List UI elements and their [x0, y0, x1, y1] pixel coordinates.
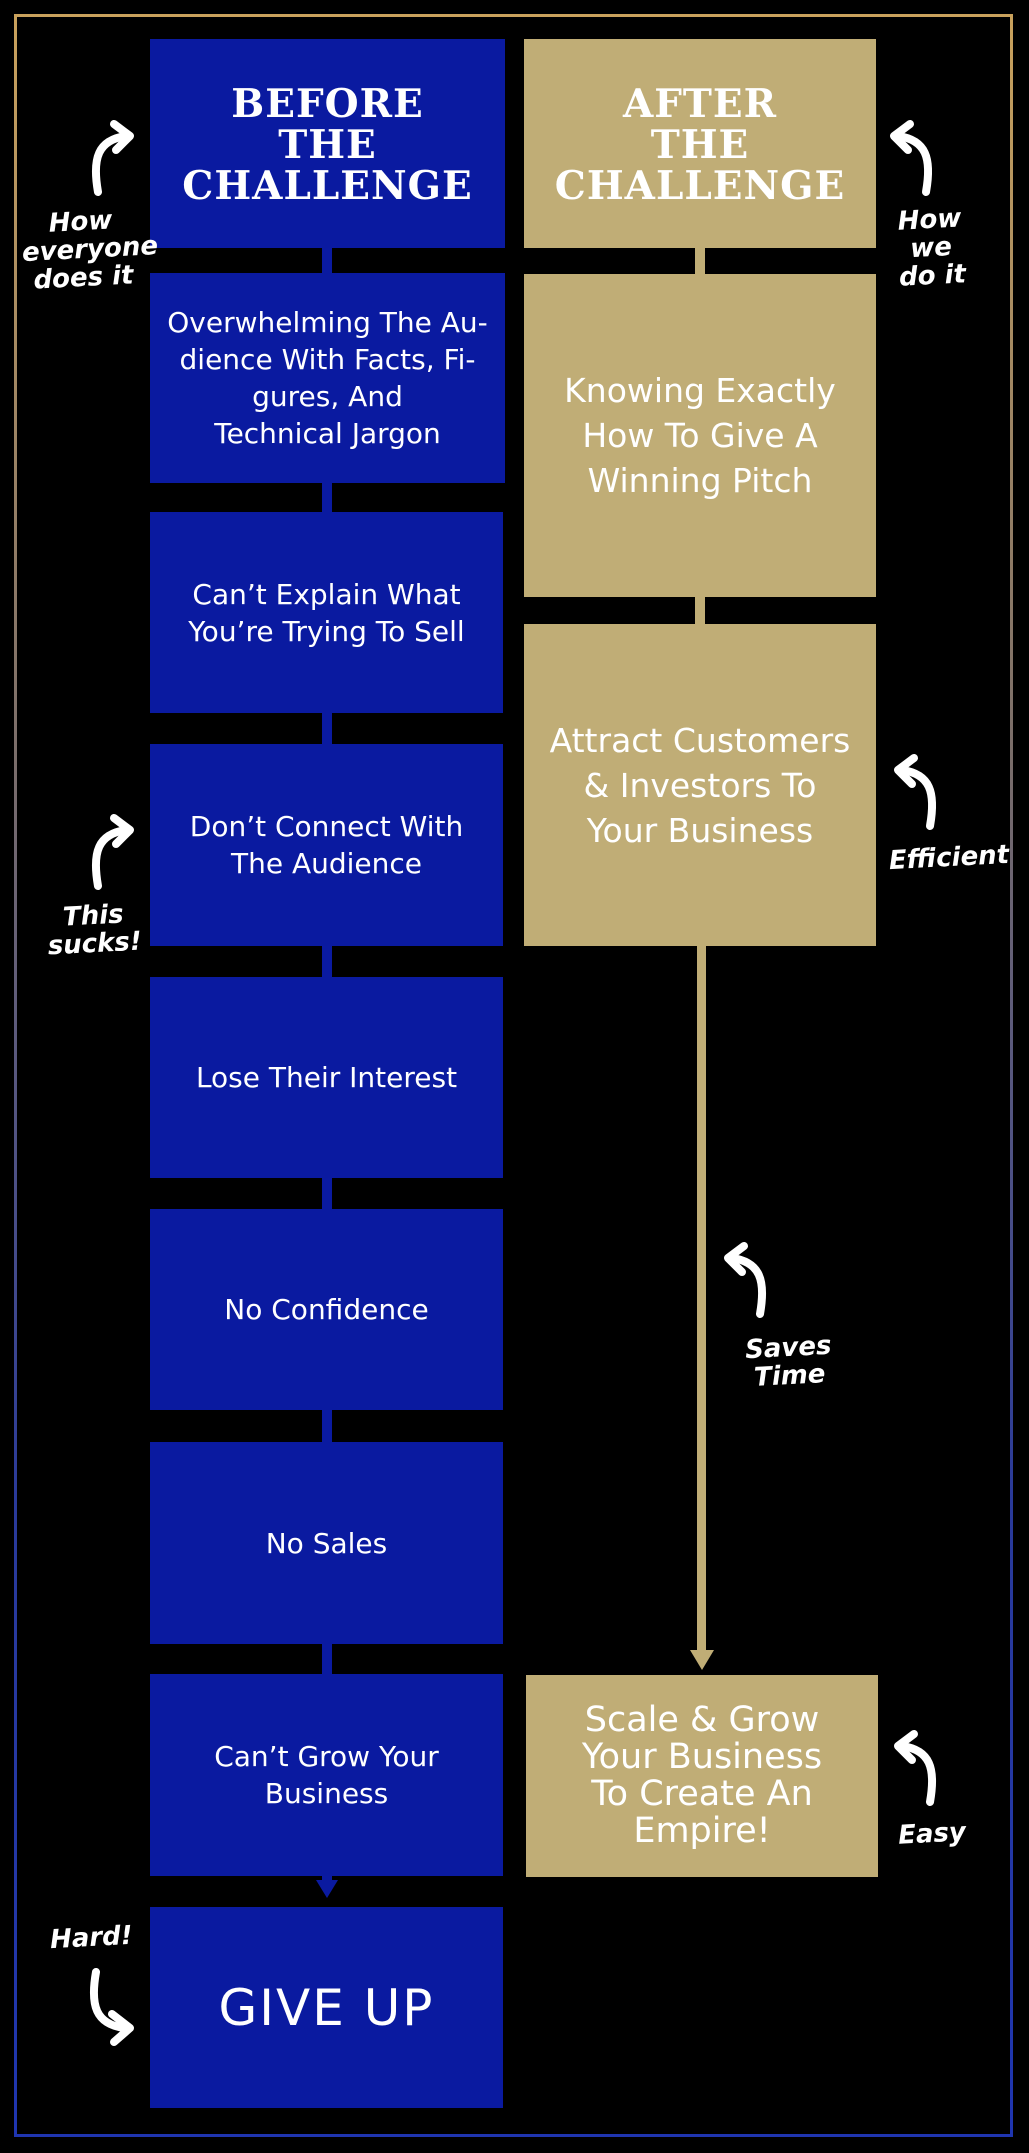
- before-final: GIVE UP: [150, 1907, 503, 2108]
- after-final: Scale & Grow Your Business To Create An …: [526, 1675, 878, 1877]
- before-step-6-text: No Sales: [265, 1526, 388, 1560]
- before-step-5-text: No Confidence: [224, 1293, 429, 1326]
- after-step-1-text: Knowing Exactly How To Give A Winning Pi…: [564, 371, 836, 500]
- curved-arrow-icon: [80, 1966, 144, 2046]
- note-efficient: Efficient: [888, 839, 1010, 877]
- before-final-text: GIVE UP: [218, 1978, 435, 2037]
- after-final-text: Scale & Grow Your Business To Create An …: [581, 1700, 823, 1851]
- after-header: AFTER THE CHALLENGE: [524, 39, 876, 248]
- before-step-5: No Confidence: [150, 1209, 503, 1410]
- after-header-title: AFTER THE CHALLENGE: [554, 81, 846, 209]
- before-step-1: Overwhelming The Au- dience With Facts, …: [150, 273, 505, 483]
- before-header: BEFORE THE CHALLENGE: [150, 39, 505, 248]
- note-how-we: How we do it: [896, 203, 967, 293]
- before-step-7-text: Can’t Grow Your Business: [214, 1740, 439, 1810]
- curved-arrow-icon: [84, 118, 144, 198]
- before-step-4: Lose Their Interest: [150, 977, 503, 1178]
- curved-arrow-icon: [884, 752, 944, 832]
- before-step-7: Can’t Grow Your Business: [150, 1674, 503, 1876]
- note-this-sucks: This sucks!: [46, 899, 143, 962]
- before-step-2-text: Can’t Explain What You’re Trying To Sell: [188, 577, 465, 648]
- before-step-2: Can’t Explain What You’re Trying To Sell: [150, 512, 503, 713]
- curved-arrow-icon: [714, 1240, 774, 1320]
- curved-arrow-icon: [84, 812, 144, 892]
- before-step-6: No Sales: [150, 1442, 503, 1644]
- after-step-1: Knowing Exactly How To Give A Winning Pi…: [524, 274, 876, 597]
- note-saves-time: Saves Time: [744, 1330, 833, 1393]
- before-arrowhead: [316, 1880, 338, 1900]
- after-arrowhead: [690, 1650, 714, 1672]
- curved-arrow-icon: [880, 118, 940, 198]
- after-connector-long: [697, 940, 706, 1660]
- after-step-2: Attract Customers & Investors To Your Bu…: [524, 624, 876, 946]
- curved-arrow-icon: [884, 1728, 944, 1808]
- note-how-everyone: How everyone does it: [21, 205, 159, 296]
- before-step-3-text: Don’t Connect With The Audience: [189, 810, 464, 880]
- before-step-4-text: Lose Their Interest: [195, 1061, 458, 1094]
- before-header-title: BEFORE THE CHALLENGE: [182, 81, 473, 209]
- before-step-3: Don’t Connect With The Audience: [150, 744, 503, 946]
- after-step-2-text: Attract Customers & Investors To Your Bu…: [549, 720, 851, 850]
- note-hard: Hard!: [49, 1920, 134, 1956]
- before-step-1-text: Overwhelming The Au- dience With Facts, …: [167, 306, 488, 450]
- note-easy: Easy: [897, 1817, 967, 1851]
